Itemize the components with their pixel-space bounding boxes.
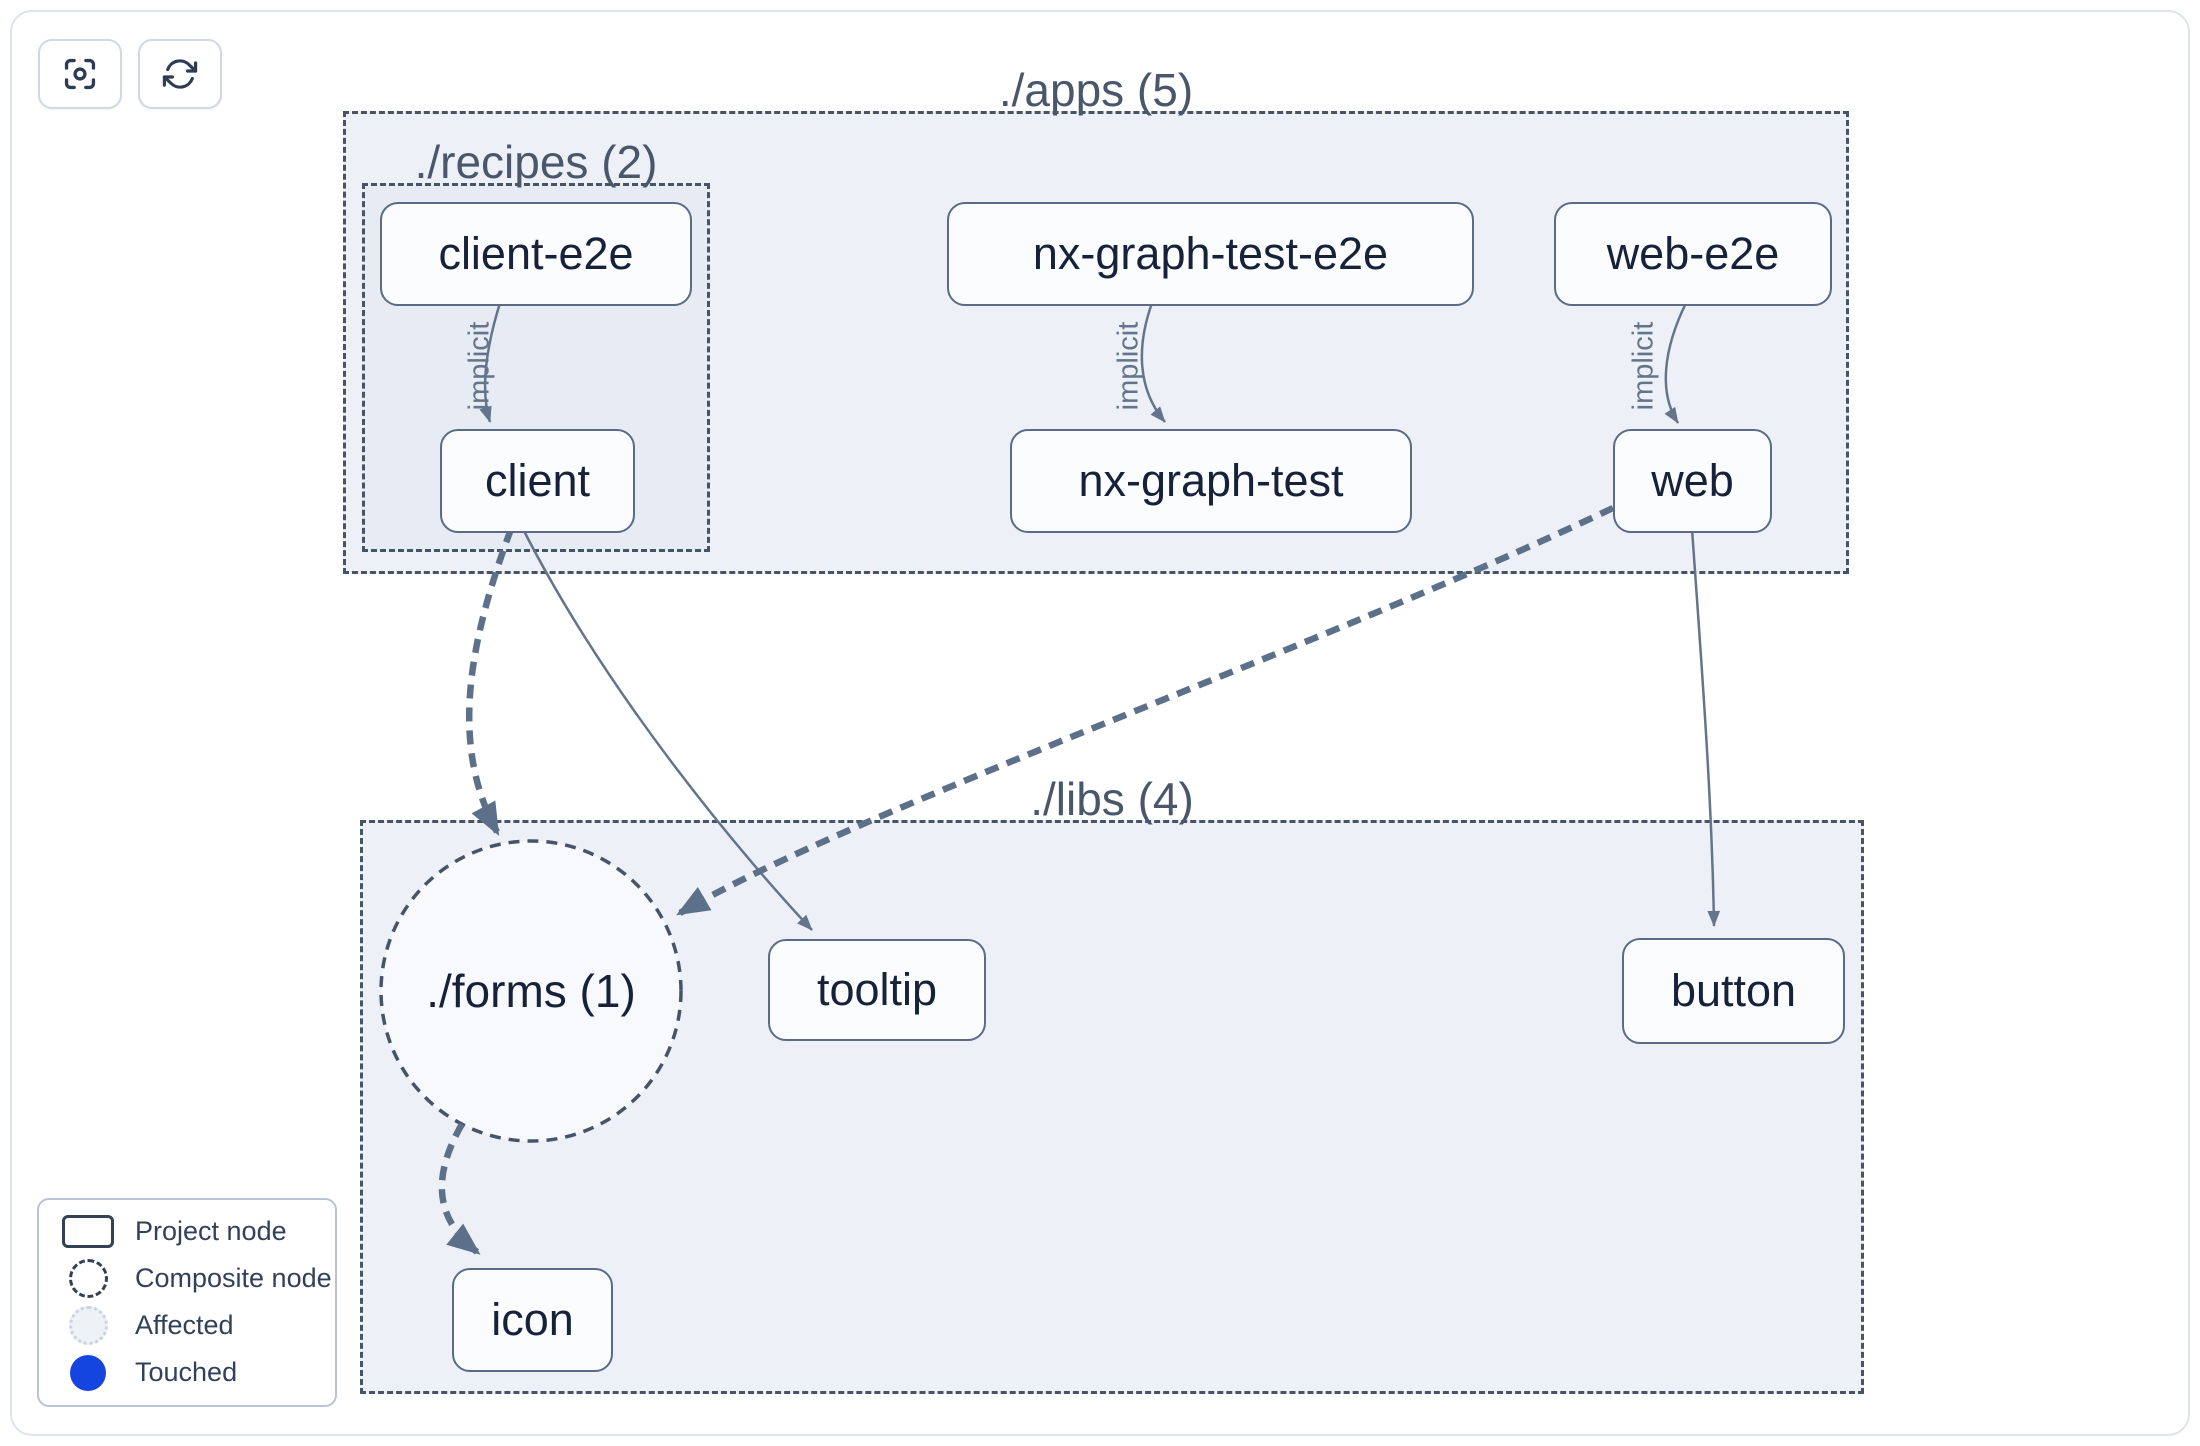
group-apps-title: ./apps (5): [998, 64, 1194, 116]
legend-label: Composite node: [135, 1263, 332, 1293]
node-web[interactable]: web: [1613, 429, 1772, 533]
group-libs-title: ./libs (4): [1030, 773, 1194, 825]
node-nx-graph-test-e2e[interactable]: nx-graph-test-e2e: [947, 202, 1474, 306]
node-icon[interactable]: icon: [452, 1268, 613, 1372]
legend-label: Project node: [135, 1216, 287, 1246]
composite-node-forms-label[interactable]: ./forms (1): [426, 965, 636, 1017]
node-client-e2e[interactable]: client-e2e: [380, 202, 692, 306]
legend-item-composite-node: Composite node: [39, 1255, 335, 1302]
node-tooltip[interactable]: tooltip: [768, 939, 986, 1041]
node-client[interactable]: client: [440, 429, 635, 533]
node-nx-graph-test[interactable]: nx-graph-test: [1010, 429, 1412, 533]
refresh-button[interactable]: [138, 39, 222, 109]
focus-crosshair-icon: [64, 58, 96, 90]
legend-item-project-node: Project node: [39, 1208, 335, 1255]
refresh-icon: [162, 59, 198, 89]
focus-reset-button[interactable]: [38, 39, 122, 109]
legend-label: Touched: [135, 1357, 238, 1387]
node-button[interactable]: button: [1622, 938, 1845, 1044]
node-web-e2e[interactable]: web-e2e: [1554, 202, 1832, 306]
legend-label: Affected: [135, 1310, 234, 1340]
composite-node-swatch: [55, 1259, 121, 1298]
affected-swatch: [55, 1306, 121, 1345]
project-node-swatch: [55, 1215, 121, 1248]
touched-swatch: [55, 1354, 121, 1391]
group-recipes-title: ./recipes (2): [414, 136, 658, 188]
legend-item-affected: Affected: [39, 1302, 335, 1349]
legend-item-touched: Touched: [39, 1349, 335, 1396]
legend: Project node Composite node Affected Tou…: [37, 1198, 337, 1407]
